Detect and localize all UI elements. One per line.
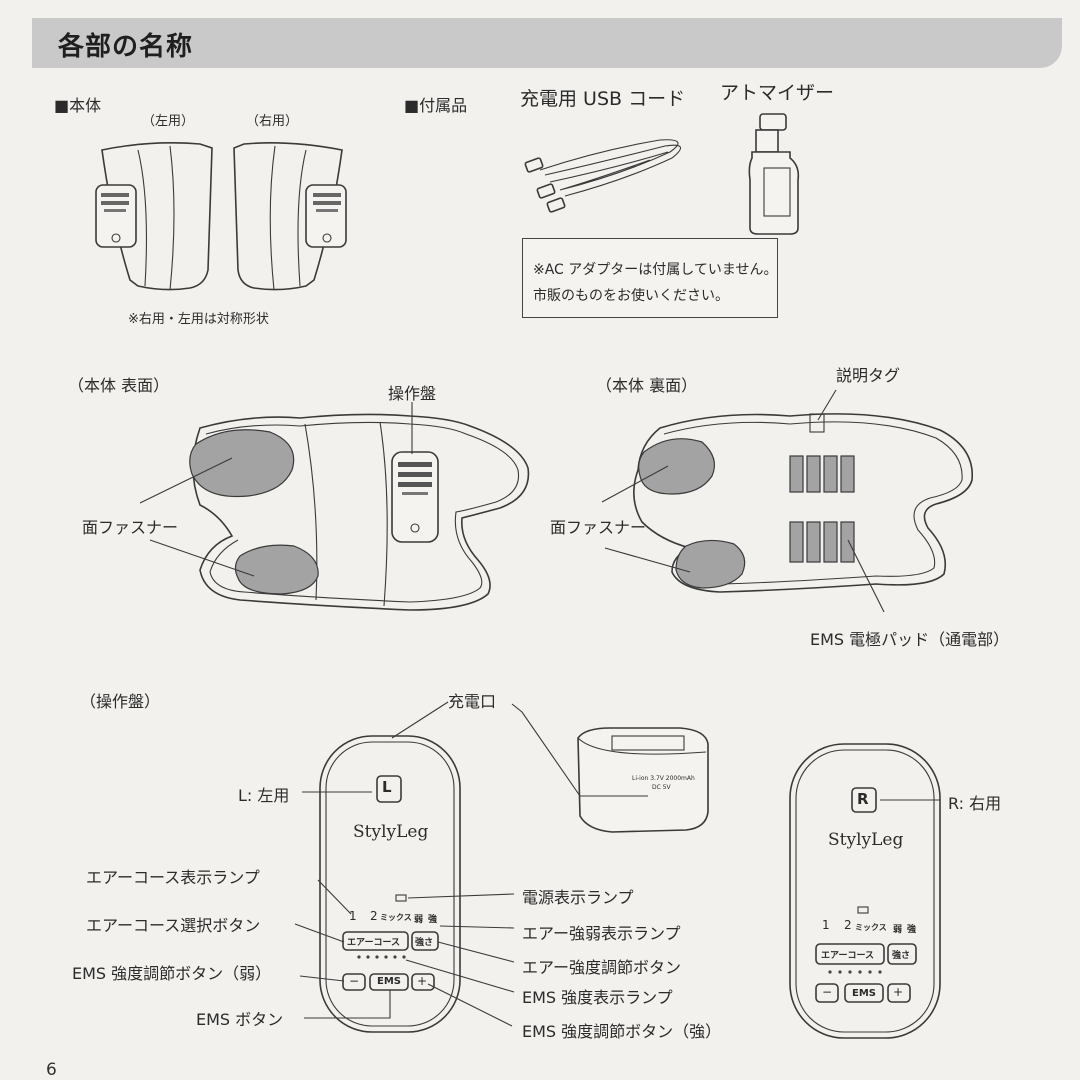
air-strength-lamp-label: エアー強弱表示ランプ (522, 924, 681, 943)
back-view-illustration (633, 413, 973, 593)
right-minus-button: − (822, 985, 833, 999)
ac-adapter-notice: ※AC アダプターは付属していません。 市販のものをお使いください。 (522, 238, 778, 318)
ems-electrode-pad-label: EMS 電極パッド（通電部） (810, 630, 1010, 649)
right-mode-2: 2 (844, 918, 852, 932)
left-control-panel-illustration (319, 735, 461, 1033)
header-band (32, 18, 1062, 68)
front-fastener-label: 面ファスナー (82, 518, 179, 537)
right-control-panel-illustration (789, 743, 941, 1039)
right-strong: 強 (907, 925, 917, 935)
left-mode-2: 2 (370, 909, 378, 923)
page-title: 各部の名称 (58, 32, 194, 62)
power-lamp-label: 電源表示ランプ (522, 888, 634, 907)
right-use-panel-label: R: 右用 (948, 794, 1002, 813)
battery-dc: DC 5V (652, 784, 671, 791)
page-number: 6 (46, 1060, 57, 1080)
ems-strength-lamp-label: EMS 強度表示ランプ (522, 988, 673, 1007)
atomizer-illustration (748, 113, 800, 235)
symmetric-shape-note: ※右用・左用は対称形状 (128, 312, 269, 327)
right-ems-button: EMS (852, 988, 876, 999)
control-panel-caption: （操作盤） (80, 692, 161, 711)
control-panel-label: 操作盤 (388, 384, 437, 403)
air-course-lamp-label: エアーコース表示ランプ (86, 868, 260, 887)
right-brand: StylyLeg (828, 830, 904, 850)
usb-cord-label: 充電用 USB コード (520, 88, 686, 110)
front-view-illustration (189, 413, 530, 611)
left-minus-button: − (349, 974, 360, 988)
ems-strong-button-label: EMS 強度調節ボタン（強） (522, 1022, 722, 1041)
main-unit-section-label: ■本体 (54, 96, 102, 115)
charging-port-label: 充電口 (448, 692, 497, 711)
right-weak: 弱 (893, 925, 903, 935)
left-use-panel-label: L: 左用 (238, 786, 290, 805)
left-weak: 弱 (414, 915, 424, 925)
left-air-course-button: エアーコース (347, 938, 401, 948)
ems-button-label: EMS ボタン (196, 1010, 284, 1029)
front-view-caption: （本体 表面） (68, 376, 170, 395)
left-strength-button: 強さ (415, 938, 434, 948)
battery-unit-illustration (577, 727, 709, 833)
battery-spec: Li-ion 3.7V 2000mAh (632, 775, 695, 782)
leader-lines (139, 389, 885, 613)
left-sleeve-illustration (95, 142, 213, 291)
left-ems-button: EMS (377, 976, 401, 987)
notice-line-2: 市販のものをお使いください。 (533, 288, 729, 304)
back-fastener-label: 面ファスナー (550, 518, 647, 537)
accessories-section-label: ■付属品 (404, 96, 468, 115)
instruction-tag-label: 説明タグ (836, 366, 901, 385)
right-strength-button: 強さ (892, 951, 911, 961)
control-panel-leader-lines (294, 701, 940, 1027)
left-mode-1: 1 (349, 909, 357, 923)
air-strength-button-label: エアー強度調節ボタン (522, 958, 682, 977)
left-strong: 強 (428, 915, 438, 925)
left-brand: StylyLeg (353, 822, 429, 842)
right-mode-mix: ミックス (855, 923, 887, 932)
right-sleeve-illustration (233, 142, 347, 291)
right-badge: R (857, 790, 869, 808)
ems-weak-button-label: EMS 強度調節ボタン（弱） (72, 964, 272, 983)
back-view-caption: （本体 裏面） (596, 376, 698, 395)
left-badge: L (382, 778, 392, 796)
atomizer-label: アトマイザー (720, 82, 835, 104)
right-use-label: （右用） (246, 114, 299, 129)
left-use-label: （左用） (142, 114, 195, 129)
left-mode-mix: ミックス (380, 913, 412, 922)
notice-line-1: ※AC アダプターは付属していません。 (533, 262, 778, 278)
air-course-button-label: エアーコース選択ボタン (86, 916, 261, 935)
left-plus-button: + (417, 974, 428, 988)
right-plus-button: + (893, 985, 904, 999)
right-mode-1: 1 (822, 918, 830, 932)
right-air-course-button: エアーコース (821, 951, 875, 961)
usb-cord-illustration (524, 139, 681, 213)
